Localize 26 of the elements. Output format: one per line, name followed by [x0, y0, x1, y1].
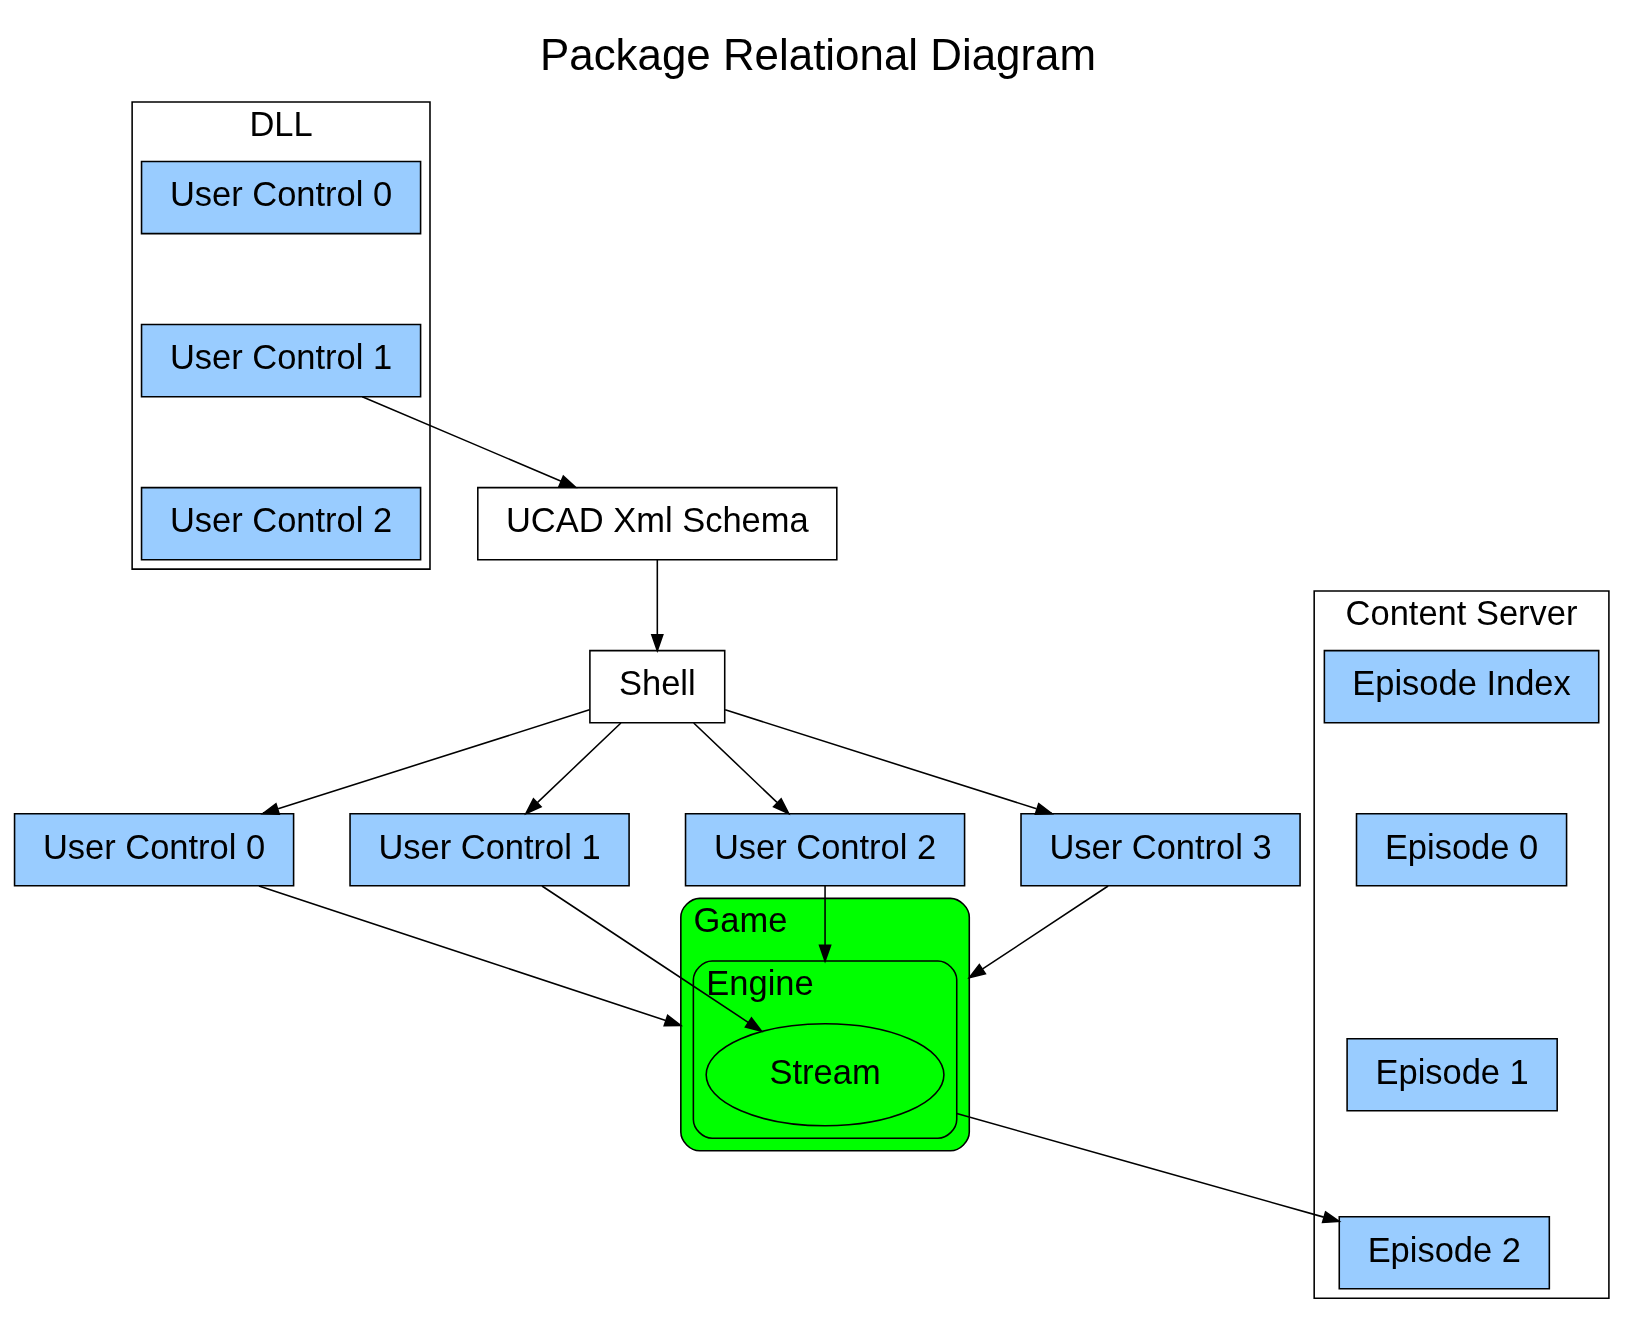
arrow	[692, 721, 791, 815]
arrow	[955, 1112, 1342, 1223]
arrow	[260, 708, 591, 815]
diagram-title: Package Relational Diagram	[539, 29, 1097, 79]
node-box: User Control 0	[13, 812, 295, 887]
node-box: User Control 2	[684, 812, 966, 887]
node-box: User Control 3	[1020, 812, 1301, 887]
arrow	[967, 884, 1109, 979]
node-box: User Control 1	[349, 812, 630, 887]
node-ellipse: Stream	[705, 1022, 945, 1127]
arrow	[541, 884, 764, 1032]
node-box: Episode 2	[1338, 1215, 1551, 1290]
node-box: User Control 1	[140, 323, 422, 397]
arrow	[258, 884, 684, 1027]
node-box: Episode 0	[1355, 812, 1568, 887]
arrow	[524, 721, 622, 815]
node-box: Episode 1	[1346, 1037, 1558, 1112]
node-box: Episode Index	[1323, 649, 1600, 724]
arrow	[818, 884, 832, 963]
node-box: User Control 2	[140, 486, 422, 560]
node-box: Shell	[589, 649, 726, 724]
arrow	[724, 708, 1055, 815]
node-box: User Control 0	[140, 160, 422, 234]
arrow	[361, 395, 578, 488]
node-box: UCAD Xml Schema	[477, 486, 838, 560]
arrow	[650, 558, 664, 653]
